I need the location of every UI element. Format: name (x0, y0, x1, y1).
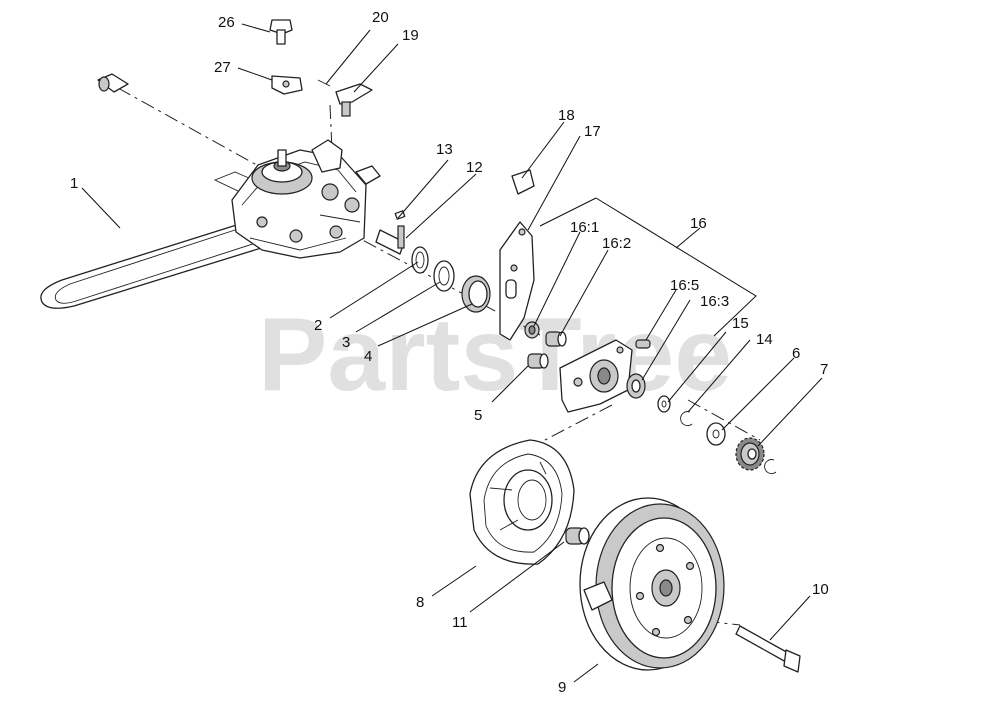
part-27-bracket (271, 75, 303, 95)
callout-12: 12 (466, 159, 483, 176)
part-8-wheel-cover (469, 439, 575, 565)
part-7-gear (735, 437, 765, 471)
part-16-3-washer (626, 373, 646, 399)
part-14-e-clip (680, 411, 693, 426)
callout-16-1: 16:1 (570, 219, 599, 236)
callout-2: 2 (314, 317, 322, 334)
part-9-wheel (579, 497, 725, 671)
parts-tree-watermark: PartsTree (258, 297, 732, 413)
part-3-washer (433, 260, 455, 292)
callout-3: 3 (342, 334, 350, 351)
part-10-bolt (735, 625, 801, 673)
callout-16-5: 16:5 (670, 277, 699, 294)
callout-4: 4 (364, 348, 372, 365)
part-2-ring (411, 246, 429, 274)
callout-leaders (81, 23, 823, 683)
part-11-bushing (565, 527, 590, 545)
callout-6: 6 (792, 345, 800, 362)
callout-15: 15 (732, 315, 749, 332)
callout-7: 7 (820, 361, 828, 378)
part-5-bushing (527, 353, 549, 369)
part-18-clip (511, 169, 535, 195)
group-16-bracket-line (539, 197, 757, 337)
part-12-shaft (375, 225, 405, 255)
transmission-gearbox (231, 139, 381, 259)
callout-20: 20 (372, 9, 389, 26)
callout-13: 13 (436, 141, 453, 158)
part-4-bearing (461, 275, 491, 313)
callout-18: 18 (558, 107, 575, 124)
callout-26: 26 (218, 14, 235, 31)
callout-labels: 1 2 3 4 5 6 7 8 9 10 11 12 13 14 15 16 1… (70, 9, 829, 696)
part-15-washer (657, 395, 671, 413)
callout-27: 27 (214, 59, 231, 76)
callout-17: 17 (584, 123, 601, 140)
axle-shaft (97, 73, 129, 93)
callout-16: 16 (690, 215, 707, 232)
part-16-housing-bracket (559, 339, 633, 413)
part-19-lever (335, 83, 373, 117)
part-16-2-spacer (545, 331, 567, 347)
callout-8: 8 (416, 594, 424, 611)
callout-16-2: 16:2 (602, 235, 631, 252)
part-16-5-pin (635, 339, 651, 349)
callout-1: 1 (70, 175, 78, 192)
callout-11: 11 (452, 614, 468, 631)
part-16-1-bushing (524, 321, 540, 339)
callout-10: 10 (812, 581, 829, 598)
part-17-plate (499, 221, 535, 341)
callout-14: 14 (756, 331, 773, 348)
callout-19: 19 (402, 27, 419, 44)
part-20-pin (317, 79, 331, 87)
part-6-washer (706, 422, 726, 446)
callout-5: 5 (474, 407, 482, 424)
callout-16-3: 16:3 (700, 293, 729, 310)
part-26-bolt (269, 19, 293, 45)
callout-9: 9 (558, 679, 566, 696)
c-clip (764, 459, 777, 474)
